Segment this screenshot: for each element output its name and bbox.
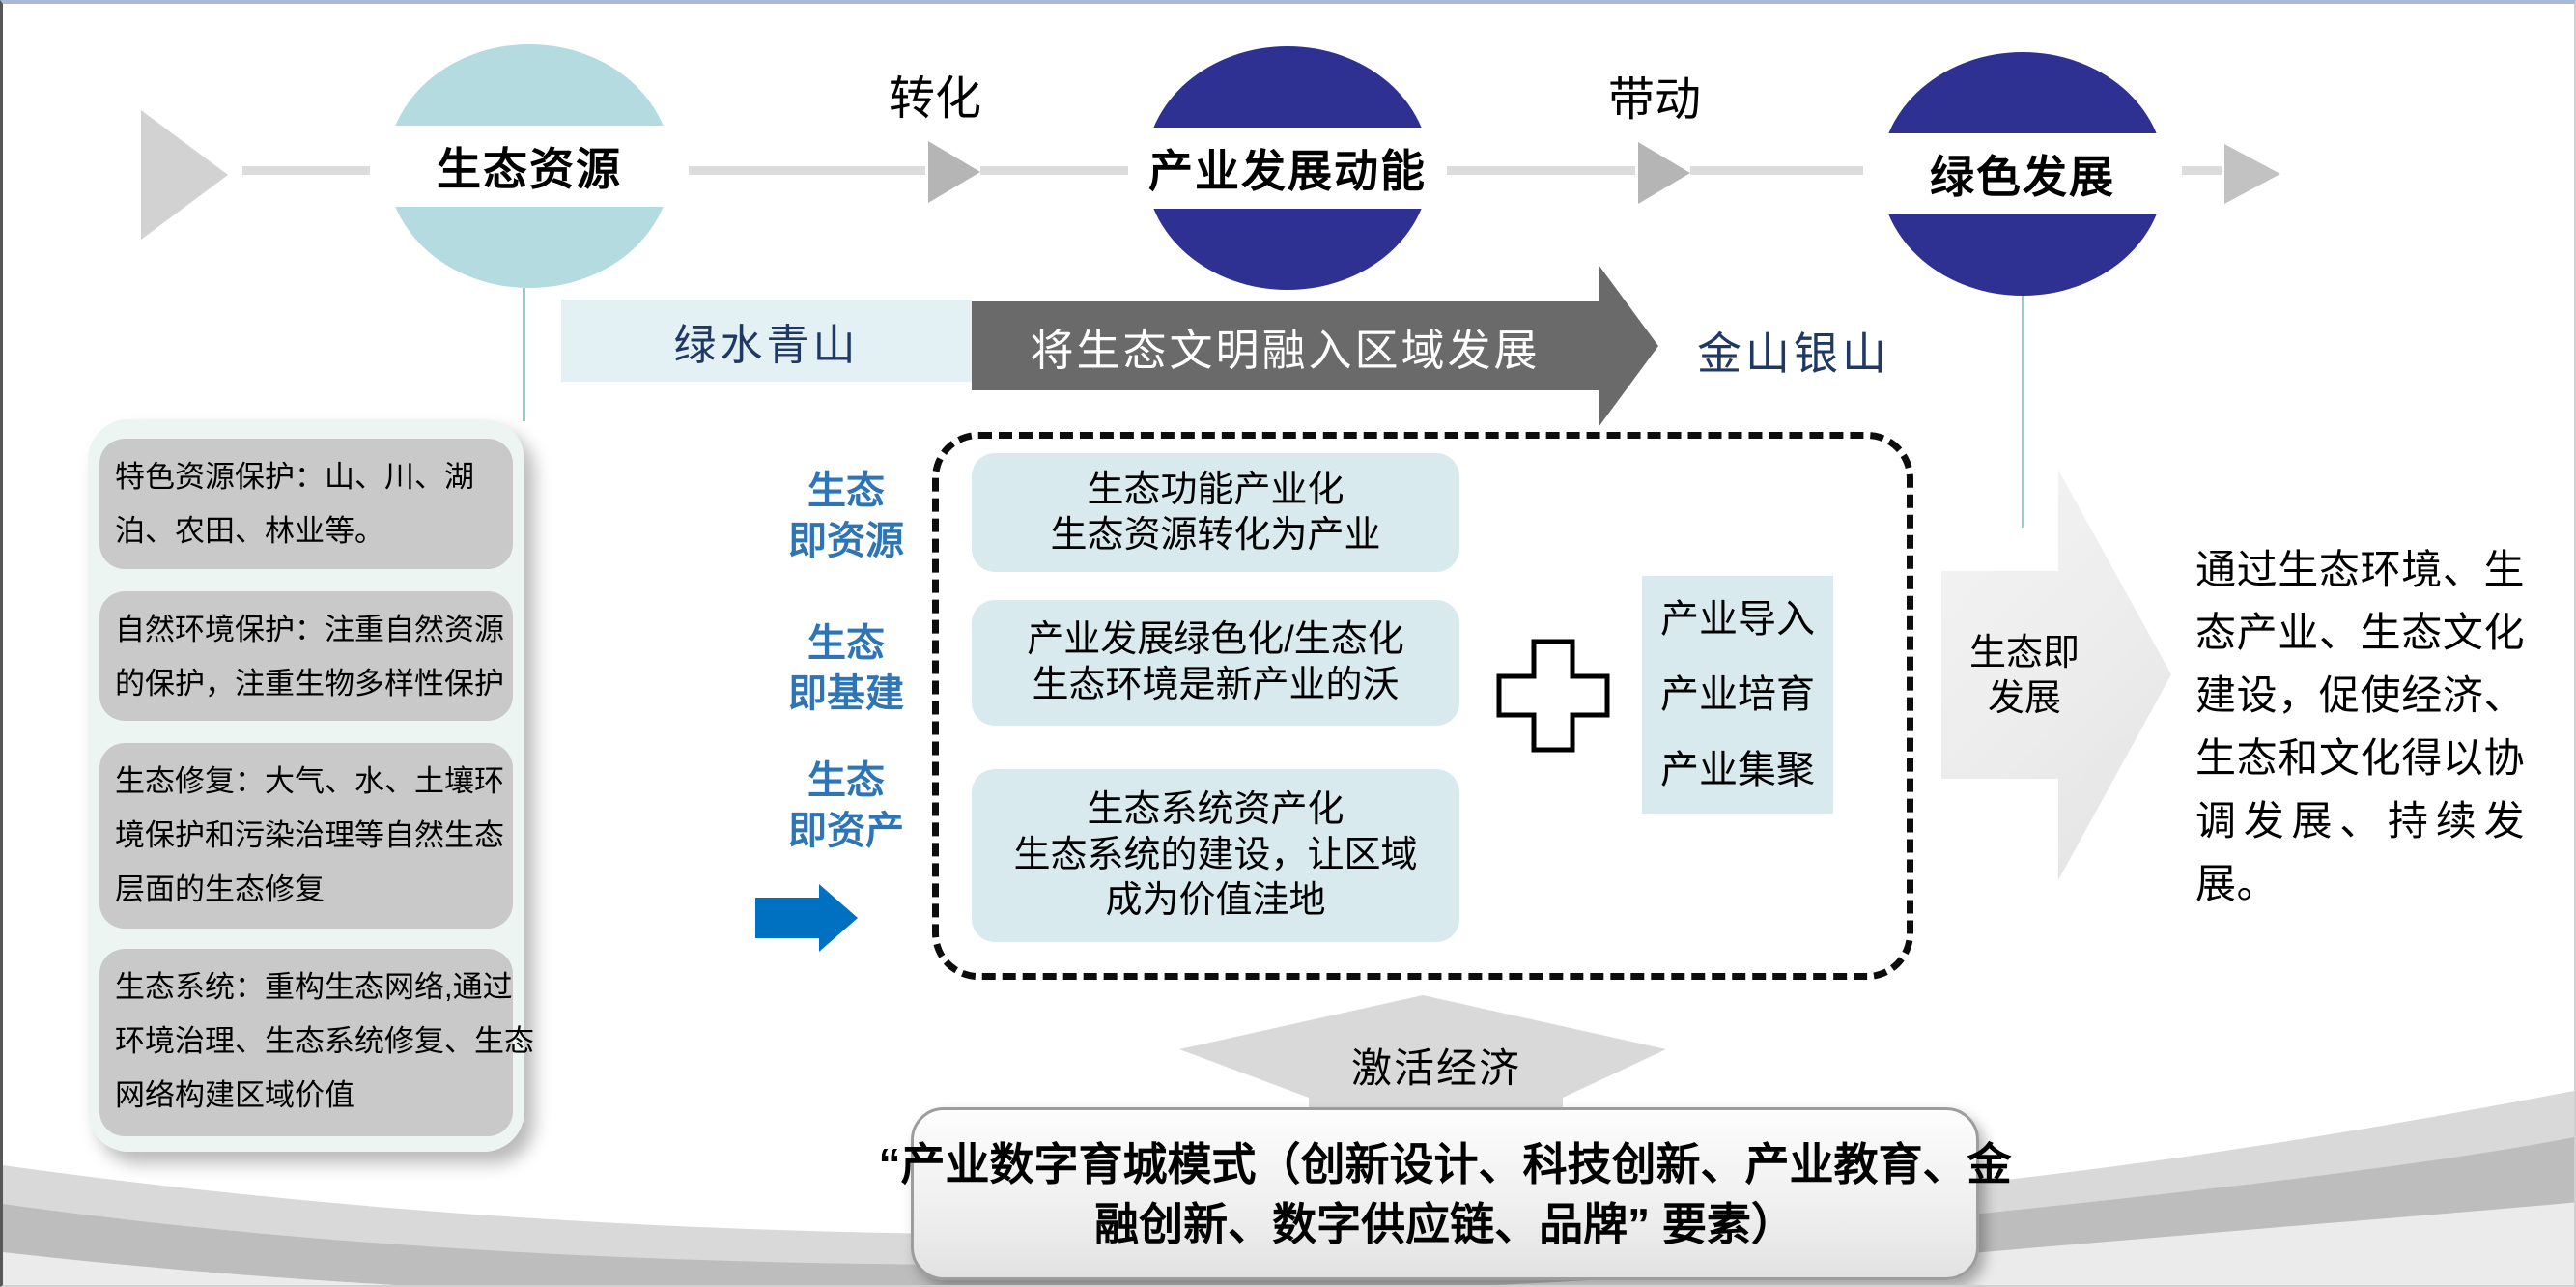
panel-item-eco-system: 生态系统：重构生态网络,通过 环境治理、生态系统修复、生态 网络构建区域价值 xyxy=(99,949,534,1136)
label-text-line: 即资源 xyxy=(788,520,904,562)
paragraph-line: 通过生态环境、生 xyxy=(2195,547,2525,592)
banner-green-mountains-label: 绿水青山 xyxy=(673,321,860,369)
label-text-line: 生态 xyxy=(807,470,885,512)
paragraph-line: 态产业、生态文化 xyxy=(2195,610,2525,655)
paragraph-line: 展。 xyxy=(2195,861,2279,906)
panel-item-natural-environment: 自然环境保护：注重自然资源 的保护，注重生物多样性保护 xyxy=(99,591,513,721)
flow-line-segment xyxy=(1690,166,1881,175)
flow-start-arrow-icon xyxy=(141,110,228,240)
panel-item-text-line: 特色资源保护：山、川、湖 xyxy=(115,460,474,494)
edge-label-drive: 带动 xyxy=(1608,74,1702,126)
banner-arrow-label: 将生态文明融入区域发展 xyxy=(1030,325,1541,375)
paragraph-line: 建设，促使经济、 xyxy=(2195,672,2525,718)
banner-green-mountains: 绿水青山 xyxy=(561,300,972,382)
panel-item-text-line: 环境治理、生态系统修复、生态 xyxy=(115,1024,534,1058)
box-text-line: 生态环境是新产业的沃 xyxy=(1032,665,1400,705)
flow-end-arrow-icon xyxy=(2224,144,2280,204)
label-text-line: 即基建 xyxy=(788,672,904,715)
flow-line-segment xyxy=(980,166,1146,175)
panel-item-text-line: 层面的生态修复 xyxy=(115,872,325,906)
panel-item-feature-resources: 特色资源保护：山、川、湖 泊、农田、林业等。 xyxy=(99,439,513,569)
connector-line-eco-resources xyxy=(523,288,525,421)
panel-item-eco-restoration: 生态修复：大气、水、土壤环 境保护和污染治理等自然生态 层面的生态修复 xyxy=(99,743,513,929)
banner-arrowhead-icon xyxy=(1599,265,1658,427)
connector-line-green-development xyxy=(2022,296,2024,528)
edge-label-transform: 转化 xyxy=(889,73,982,125)
box-industry-greening: 产业发展绿色化/生态化 生态环境是新产业的沃 xyxy=(972,600,1459,726)
label-eco-as-infrastructure: 生态 即基建 xyxy=(756,618,936,719)
panel-item-text-line: 自然环境保护：注重自然资源 xyxy=(115,613,504,646)
industry-box-line: 产业培育 xyxy=(1660,673,1815,716)
panel-item-text-line: 境保护和污染治理等自然生态 xyxy=(115,818,504,852)
blue-arrow-icon xyxy=(755,898,819,938)
label-eco-as-asset: 生态 即资产 xyxy=(756,756,936,856)
box-text-line: 生态系统资产化 xyxy=(1087,789,1345,830)
panel-item-text-line: 泊、农田、林业等。 xyxy=(115,514,384,548)
bottom-box-line: “产业数字育城模式（创新设计、科技创新、产业教育、金 xyxy=(878,1138,2012,1189)
panel-item-text-line: 网络构建区域价值 xyxy=(115,1078,354,1112)
plus-icon xyxy=(1496,639,1610,753)
industry-box-line: 产业导入 xyxy=(1660,598,1815,641)
paragraph-line: 调发展、持续发 xyxy=(2195,798,2525,844)
node-label-industry-momentum: 产业发展动能 xyxy=(1148,146,1427,196)
flow-line-segment xyxy=(1430,166,1635,175)
node-label-eco-resources: 生态资源 xyxy=(437,144,622,194)
label-eco-as-resource: 生态 即资源 xyxy=(756,466,936,566)
box-text-line: 生态资源转化为产业 xyxy=(1050,514,1381,556)
industry-actions-box: 产业导入 产业培育 产业集聚 xyxy=(1642,576,1833,814)
dev-arrow-text-line: 发展 xyxy=(1987,678,2061,719)
box-ecosystem-capitalization: 生态系统资产化 生态系统的建设，让区域 成为价值洼地 xyxy=(972,769,1459,942)
flow-line-segment xyxy=(242,166,389,175)
panel-item-text-line: 的保护，注重生物多样性保护 xyxy=(115,667,504,701)
banner-arrow: 将生态文明融入区域发展 xyxy=(972,301,1599,390)
industry-digital-city-box: “产业数字育城模式（创新设计、科技创新、产业教育、金 融创新、数字供应链、品牌”… xyxy=(879,1107,2012,1280)
box-eco-function-industrialization: 生态功能产业化 生态资源转化为产业 xyxy=(972,453,1459,572)
label-text-line: 即资产 xyxy=(788,810,904,852)
node-label-green-development: 绿色发展 xyxy=(1930,152,2115,202)
box-text-line: 生态系统的建设，让区域 xyxy=(1013,835,1418,875)
development-arrow-label: 生态即 发展 xyxy=(1941,631,2108,722)
dev-arrow-text-line: 生态即 xyxy=(1968,633,2080,673)
node-band-green-development: 绿色发展 xyxy=(1863,133,2182,214)
paragraph-line: 生态和文化得以协 xyxy=(2195,735,2525,781)
label-text-line: 生态 xyxy=(807,622,885,665)
box-text-line: 产业发展绿色化/生态化 xyxy=(1027,619,1404,660)
panel-item-text-line: 生态系统：重构生态网络,通过 xyxy=(115,970,513,1004)
box-text-line: 生态功能产业化 xyxy=(1087,469,1345,510)
label-text-line: 生态 xyxy=(807,759,885,802)
industry-box-line: 产业集聚 xyxy=(1660,749,1815,791)
banner-gold-mountains-label: 金山银山 xyxy=(1697,329,1890,379)
development-paragraph: 通过生态环境、生 态产业、生态文化 建设，促使经济、 生态和文化得以协 调发展、… xyxy=(2195,538,2525,915)
node-band-eco-resources: 生态资源 xyxy=(370,126,689,207)
box-text-line: 成为价值洼地 xyxy=(1105,880,1326,921)
panel-item-text-line: 生态修复：大气、水、土壤环 xyxy=(115,764,504,798)
flow-line-segment xyxy=(671,166,925,175)
flow-line-segment xyxy=(2165,166,2222,175)
transformation-dashed-box xyxy=(932,432,1913,980)
flow-arrowhead-icon xyxy=(928,141,980,203)
node-band-industry-momentum: 产业发展动能 xyxy=(1128,128,1447,209)
blue-arrowhead-icon xyxy=(819,884,858,952)
activate-economy-label: 激活经济 xyxy=(1351,1045,1522,1091)
flow-arrowhead-icon xyxy=(1638,142,1690,204)
bottom-box-line: 融创新、数字供应链、品牌” 要素） xyxy=(1094,1198,1796,1249)
